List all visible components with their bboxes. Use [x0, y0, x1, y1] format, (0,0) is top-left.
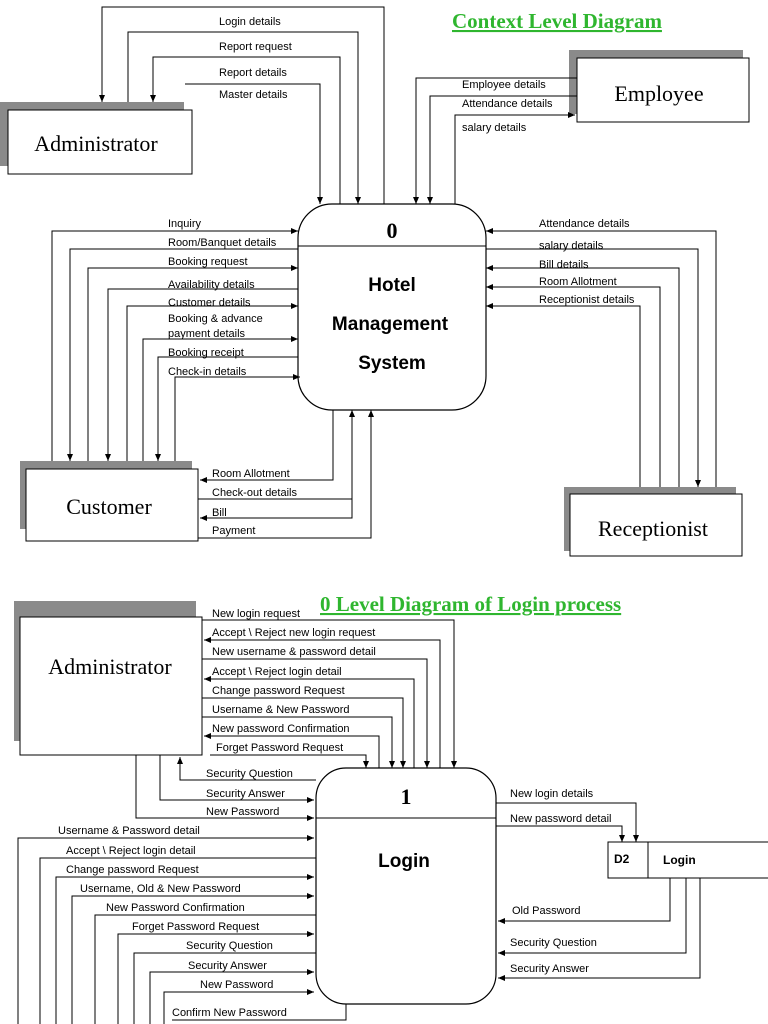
flow-new-login-request: New login request	[212, 608, 300, 620]
flow-check-out-details: Check-out details	[212, 487, 297, 499]
flow-change-password-request: Change password Request	[212, 685, 345, 697]
flow-attendance-details-recept: Attendance details	[539, 218, 630, 230]
flow-new-password-confirmation-left: New Password Confirmation	[106, 902, 245, 914]
flow-report-request: Report request	[219, 41, 292, 53]
login-title: 0 Level Diagram of Login process	[320, 592, 621, 616]
flow-change-password-request-left: Change password Request	[66, 864, 199, 876]
login-admin-bottom-flows: Security Question Security Answer New Pa…	[135, 755, 316, 821]
employee-flows: Employee details Attendance details sala…	[413, 77, 577, 204]
flow-customer-details: Customer details	[168, 297, 251, 309]
flow-new-username-password: New username & password detail	[212, 646, 376, 658]
flow-username-password-detail: Username & Password detail	[58, 825, 200, 837]
datastore-d2-id: D2	[614, 852, 630, 866]
flow-new-password-detail: New password detail	[510, 813, 612, 825]
flow-forget-password-request-left: Forget Password Request	[132, 921, 259, 933]
entity-customer-label: Customer	[66, 494, 152, 519]
process-1-name: Login	[378, 851, 430, 872]
flow-accept-reject-login: Accept \ Reject login detail	[212, 666, 342, 678]
flow-security-question-admin: Security Question	[206, 768, 293, 780]
process-0-name-line-2: Management	[332, 314, 449, 335]
login-left-flows: Username & Password detail Accept \ Reje…	[17, 825, 347, 1024]
flow-room-banquet-details: Room/Banquet details	[168, 237, 277, 249]
entity-administrator: Administrator	[0, 102, 193, 175]
flow-master-details: Master details	[219, 89, 288, 101]
flow-employee-details: Employee details	[462, 79, 546, 91]
context-title: Context Level Diagram	[452, 9, 662, 33]
entity-receptionist: Receptionist	[564, 487, 743, 557]
flow-room-allotment-customer: Room Allotment	[212, 468, 290, 480]
flow-salary-details-recept: salary details	[539, 240, 604, 252]
flow-new-login-details: New login details	[510, 788, 594, 800]
process-1: 1 Login	[315, 767, 497, 1005]
entity-administrator-login-label: Administrator	[48, 654, 172, 679]
flow-login-details: Login details	[219, 16, 281, 28]
flow-security-answer-admin: Security Answer	[206, 788, 285, 800]
flow-new-password-admin: New Password	[206, 806, 279, 818]
flow-booking-receipt: Booking receipt	[168, 347, 244, 359]
flow-security-answer-left: Security Answer	[188, 960, 267, 972]
flow-inquiry: Inquiry	[168, 218, 202, 230]
process-1-number: 1	[401, 784, 412, 809]
process-0: 0 Hotel Management System	[297, 203, 487, 411]
flow-payment: Payment	[212, 525, 255, 537]
flow-security-question-left: Security Question	[186, 940, 273, 952]
flow-accept-reject-login-left: Accept \ Reject login detail	[66, 845, 196, 857]
process-0-name-line-1: Hotel	[368, 275, 416, 296]
login-store-flows: New login details New password detail Ol…	[496, 788, 701, 981]
flow-new-password-confirmation: New password Confirmation	[212, 723, 350, 735]
flow-security-answer-store: Security Answer	[510, 963, 589, 975]
flow-booking-advance: Booking & advance	[168, 313, 263, 325]
entity-employee: Employee	[569, 50, 750, 123]
flow-security-question-store: Security Question	[510, 937, 597, 949]
flow-report-details: Report details	[219, 67, 287, 79]
entity-administrator-label: Administrator	[34, 131, 158, 156]
flow-salary-details: salary details	[462, 122, 527, 134]
entity-customer: Customer	[20, 461, 199, 542]
flow-receptionist-details: Receptionist details	[539, 294, 635, 306]
flow-booking-request: Booking request	[168, 256, 248, 268]
entity-employee-label: Employee	[614, 81, 703, 106]
flow-availability-details: Availability details	[168, 279, 255, 291]
flow-old-password: Old Password	[512, 905, 580, 917]
customer-bottom-flows: Room Allotment Check-out details Bill Pa…	[198, 410, 374, 539]
process-0-number: 0	[387, 218, 398, 243]
customer-left-flows: Inquiry Room/Banquet details Booking req…	[51, 218, 300, 461]
flow-bill-details: Bill details	[539, 259, 589, 271]
flow-confirm-new-password: Confirm New Password	[172, 1007, 287, 1019]
flow-room-allotment-recept: Room Allotment	[539, 276, 617, 288]
flow-attendance-details: Attendance details	[462, 98, 553, 110]
flow-new-password-left: New Password	[200, 979, 273, 991]
login-admin-flows: New login request Accept \ Reject new lo…	[202, 608, 457, 768]
flow-accept-reject-new-login: Accept \ Reject new login request	[212, 627, 375, 639]
flow-username-old-new-password: Username, Old & New Password	[80, 883, 241, 895]
flow-forget-password-request: Forget Password Request	[216, 742, 343, 754]
flow-payment-details: payment details	[168, 328, 246, 340]
entity-receptionist-label: Receptionist	[598, 516, 708, 541]
datastore-d2-name: Login	[663, 853, 696, 867]
flow-check-in-details: Check-in details	[168, 366, 247, 378]
admin-flows: Login details Report request Report deta…	[99, 6, 385, 204]
flow-bill: Bill	[212, 507, 227, 519]
datastore-d2: D2 Login	[607, 841, 768, 879]
flow-username-new-password: Username & New Password	[212, 704, 350, 716]
process-0-name-line-3: System	[358, 353, 426, 374]
receptionist-flows: Attendance details salary details Bill d…	[486, 218, 717, 487]
entity-administrator-login: Administrator	[14, 601, 203, 756]
